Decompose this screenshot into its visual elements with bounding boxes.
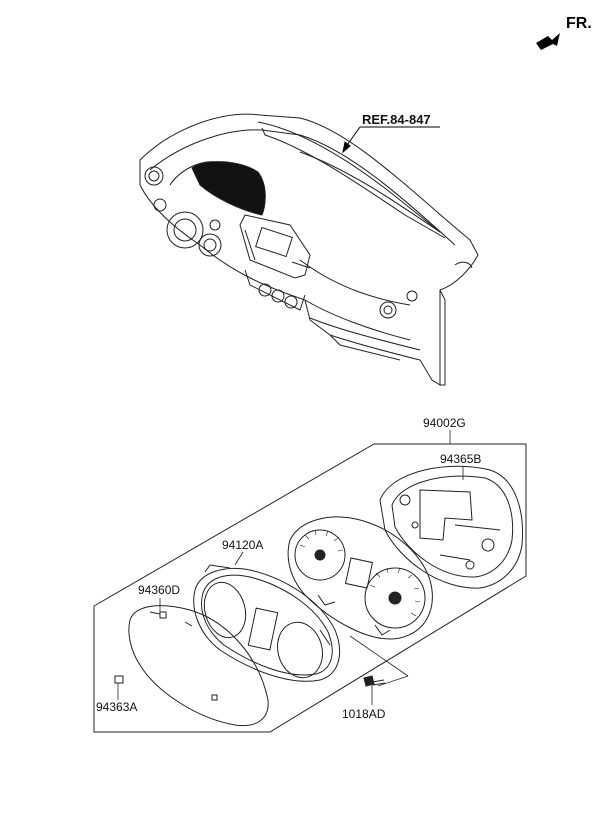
part-label-94120a: 94120A bbox=[222, 538, 264, 552]
assembly-box bbox=[93, 443, 527, 733]
back-cover-part bbox=[379, 465, 524, 589]
window-part bbox=[128, 605, 269, 727]
part-label-94363a: 94363A bbox=[96, 700, 138, 714]
gauge-board-part bbox=[287, 516, 433, 640]
leader-lines bbox=[117, 430, 464, 705]
reference-label: REF.84-847 bbox=[362, 112, 431, 127]
front-orientation-label: FR. bbox=[566, 15, 592, 32]
part-label-94002g: 94002G bbox=[423, 416, 466, 430]
part-label-94365b: 94365B bbox=[440, 452, 482, 466]
clip-part bbox=[114, 675, 124, 684]
dashboard-panel bbox=[139, 113, 479, 386]
screw-part bbox=[363, 675, 386, 687]
part-label-1018ad: 1018AD bbox=[342, 707, 386, 721]
reference-leader bbox=[342, 126, 440, 154]
mask-part bbox=[193, 564, 341, 682]
front-arrow-icon bbox=[536, 33, 560, 50]
part-label-94360d: 94360D bbox=[138, 583, 181, 597]
